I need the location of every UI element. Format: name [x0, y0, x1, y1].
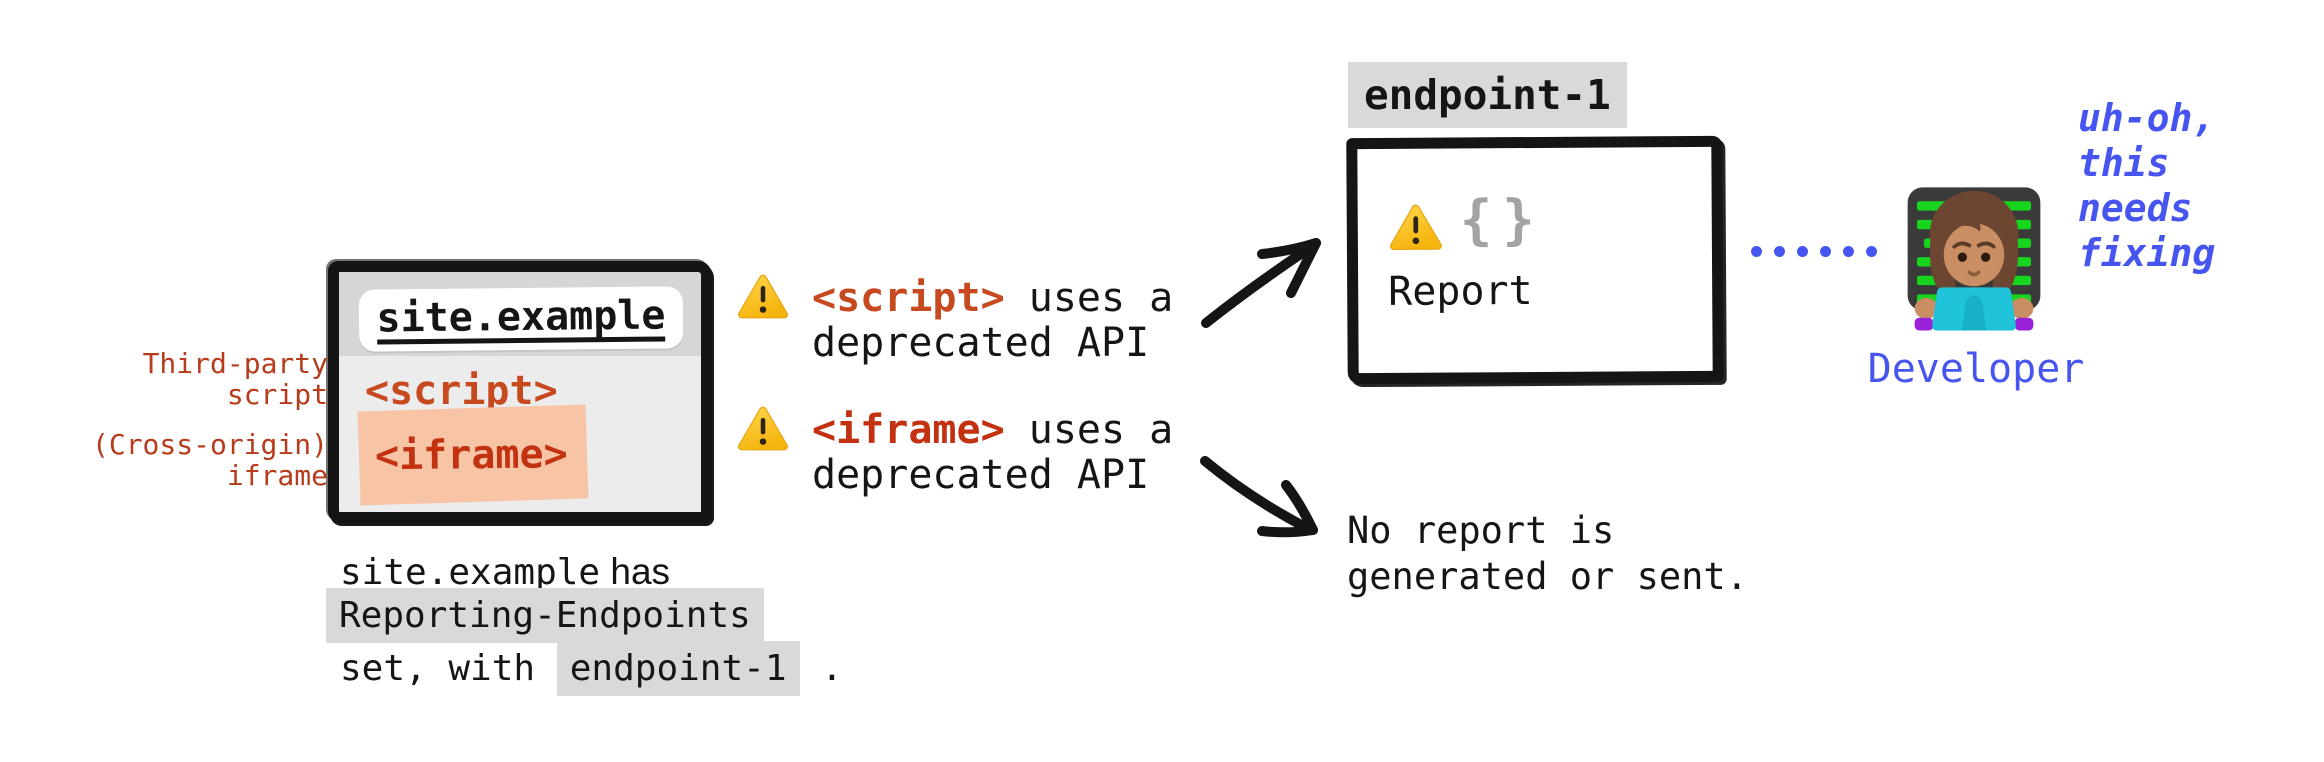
dot: [1774, 246, 1785, 257]
developer-label: Developer: [1867, 346, 2085, 392]
endpoint-box: {} Report: [1346, 135, 1724, 385]
dot: [1843, 246, 1854, 257]
caption-has: has: [600, 551, 671, 592]
caption-line-1: site.example has: [340, 550, 671, 598]
warning-icon: [736, 271, 790, 322]
browser-window: site.example <script> <iframe>: [328, 261, 712, 523]
warning-script-tag: <script>: [812, 275, 1005, 321]
warning-iframe-tag: <iframe>: [812, 407, 1005, 453]
iframe-highlight: <iframe>: [357, 404, 589, 506]
caption-set-with: set, with: [340, 648, 557, 689]
address-pill: site.example: [358, 286, 684, 352]
arrow-to-endpoint: [1201, 238, 1321, 328]
dot: [1751, 246, 1762, 257]
caption-line-3: set, with endpoint-1 .: [340, 641, 843, 696]
warning-icon: [736, 403, 790, 454]
caption-reporting-endpoints-chip: Reporting-Endpoints: [326, 588, 764, 643]
caption-endpoint-chip: endpoint-1: [556, 641, 800, 696]
caption-line-2: Reporting-Endpoints: [326, 588, 764, 643]
arrow-to-no-report: [1200, 456, 1318, 538]
endpoint-label-chip: endpoint-1: [1348, 62, 1627, 128]
caption-period: .: [799, 648, 843, 689]
dot: [1820, 246, 1831, 257]
dotted-connector: [1751, 246, 1877, 257]
iframe-tag: <iframe>: [374, 431, 568, 480]
no-report-text: No report is generated or sent.: [1347, 509, 1748, 598]
developer-thought-text: uh-oh, this needs fixing: [2078, 96, 2216, 275]
report-label: Report: [1388, 268, 1533, 315]
label-third-party-script: Third-party script: [142, 347, 328, 411]
caption-site-link: site.example: [340, 552, 601, 598]
warning-iframe-text: <iframe> uses a deprecated API: [812, 407, 1174, 498]
warning-icon: [1388, 201, 1444, 254]
warning-script-text: <script> uses a deprecated API: [812, 275, 1174, 366]
woman-technologist-emoji: [1907, 187, 2041, 331]
address-url: site.example: [376, 292, 666, 345]
label-cross-origin-iframe: (Cross-origin) iframe: [91, 428, 328, 492]
dot: [1866, 246, 1877, 257]
dot: [1797, 246, 1808, 257]
report-json-braces: {}: [1459, 187, 1545, 252]
